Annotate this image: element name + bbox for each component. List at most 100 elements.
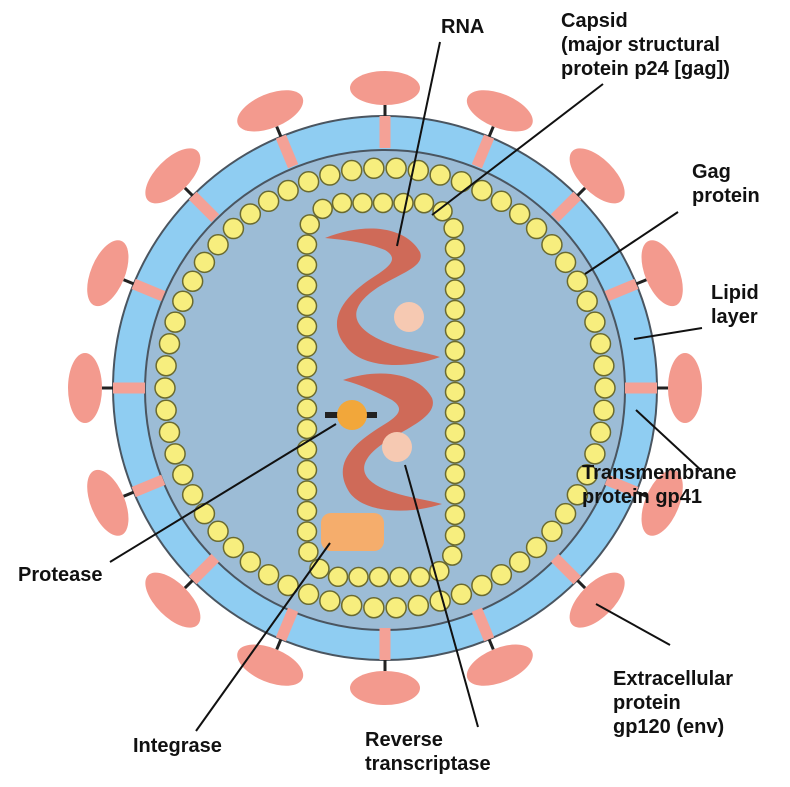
transmembrane-stalk: [275, 607, 299, 642]
gag-bead: [450, 583, 473, 606]
capsid-bead: [352, 192, 373, 214]
label-gag-protein: Gag protein: [692, 161, 760, 207]
gag-bead: [385, 157, 407, 180]
gag-bead: [277, 574, 299, 597]
gag-bead: [508, 551, 531, 573]
gag-bead: [172, 290, 194, 312]
gag-bead: [584, 311, 606, 333]
gag-bead: [593, 399, 615, 422]
capsid-bead: [444, 258, 466, 280]
gag-bead: [297, 583, 320, 606]
gag-bead: [193, 502, 216, 525]
capsid-bead: [296, 377, 318, 399]
leader-lipid: [633, 327, 703, 340]
capsid-bead: [296, 254, 318, 276]
gag-bead: [257, 190, 280, 213]
gag-bead: [239, 551, 262, 573]
gag-bead: [239, 203, 262, 225]
capsid-bead: [444, 443, 466, 464]
gag-bead: [589, 421, 612, 444]
integrase-molecule: [321, 513, 384, 551]
gag-bead: [164, 443, 186, 465]
spike-anchor: [122, 490, 135, 498]
capsid-bead: [298, 541, 319, 563]
capsid-bead: [296, 398, 318, 419]
transmembrane-stalk: [188, 191, 220, 223]
capsid-bead: [296, 234, 318, 255]
capsid-bead: [444, 525, 466, 546]
gag-bead: [385, 596, 407, 619]
transmembrane-stalk: [604, 278, 639, 302]
gag-bead: [340, 159, 363, 182]
spike-anchor: [487, 638, 495, 651]
label-extracellular: Extracellular protein gp120 (env): [613, 668, 739, 738]
capsid-bead: [413, 192, 435, 214]
capsid-bead: [327, 566, 349, 588]
gag-bead: [155, 399, 177, 422]
capsid-bead: [444, 340, 466, 362]
gp120-spike: [237, 644, 304, 686]
gp120-spike: [145, 572, 201, 628]
leader-gag: [584, 211, 679, 275]
capsid-bead: [429, 560, 450, 582]
gag-bead: [257, 563, 280, 586]
capsid-bead: [296, 336, 318, 358]
leader-extracellular: [595, 603, 671, 646]
gag-bead: [490, 563, 513, 586]
label-integrase: Integrase: [133, 735, 222, 757]
capsid-bead: [443, 217, 464, 239]
capsid-bead: [296, 295, 318, 317]
spike-anchor: [183, 186, 194, 197]
reverse-transcriptase-molecule: [394, 302, 424, 332]
capsid-bead: [331, 192, 353, 214]
label-capsid: Capsid (major structural protein p24 [ga…: [561, 10, 730, 80]
gp120-spike: [466, 644, 533, 686]
gag-bead: [155, 354, 177, 377]
leader-transmembrane: [635, 409, 704, 473]
spike-anchor: [576, 579, 587, 590]
label-reverse-transcriptase: Reverse transcriptase: [365, 729, 491, 775]
leader-capsid: [431, 83, 604, 216]
capsid-bead: [444, 381, 466, 403]
rna-strand-lower: [342, 373, 442, 511]
gag-bead: [158, 332, 181, 355]
spike-anchor: [122, 278, 135, 286]
gag-bead: [207, 233, 229, 256]
leader-integrase: [195, 542, 331, 732]
gp120-spike: [641, 240, 683, 307]
capsid-bead: [444, 238, 466, 259]
spike-anchor: [275, 125, 283, 138]
protease-molecule: [337, 400, 367, 430]
gag-bead: [193, 251, 216, 274]
capsid-bead: [299, 214, 321, 235]
gag-bead: [319, 164, 341, 186]
capsid-bead: [444, 299, 466, 321]
capsid-bead: [432, 200, 453, 222]
gag-bead: [576, 464, 598, 486]
gag-protein-ring: [154, 157, 616, 619]
gag-bead: [277, 179, 299, 202]
spike-anchor: [635, 278, 648, 286]
gp120-spike: [569, 572, 625, 628]
rna-strand-upper: [325, 228, 440, 366]
gag-bead: [525, 536, 548, 559]
spike-anchor: [487, 125, 495, 138]
capsid-bead: [296, 418, 318, 440]
capsid-bead: [296, 459, 318, 481]
gp120-spike: [569, 148, 625, 204]
capsid-bead: [444, 504, 466, 526]
gp120-spike: [466, 90, 533, 132]
gag-bead: [525, 217, 548, 240]
gag-bead: [340, 594, 363, 617]
transmembrane-stalk: [131, 278, 166, 302]
capsid-bead: [444, 422, 466, 444]
capsid-bead: [444, 484, 466, 505]
transmembrane-stalk: [471, 134, 495, 169]
capsid-bead: [296, 500, 318, 522]
gag-bead: [207, 520, 229, 543]
gag-bead: [297, 170, 320, 193]
reverse-transcriptase-molecule: [382, 432, 412, 462]
gag-bead: [541, 233, 563, 256]
leader-reverse-transcriptase: [404, 464, 479, 728]
gag-bead: [164, 311, 186, 333]
